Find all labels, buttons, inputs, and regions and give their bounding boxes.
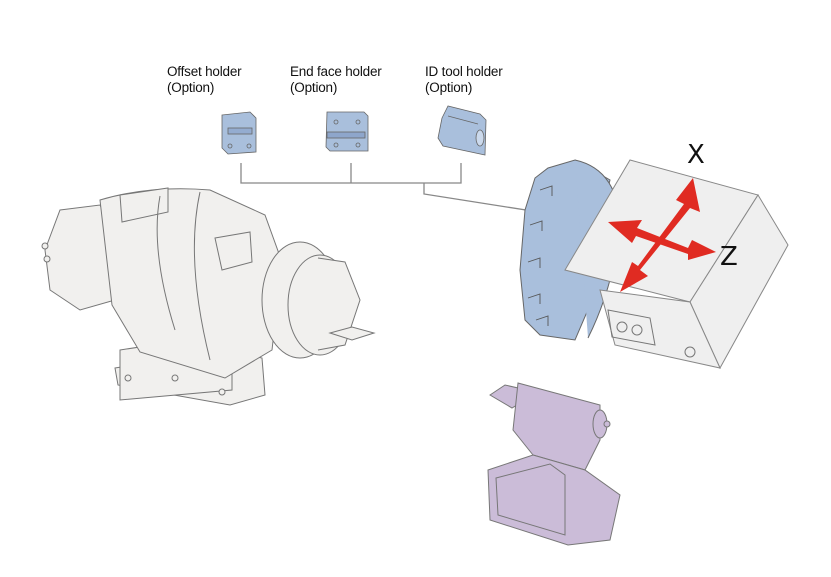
- x-axis-arrow: [620, 178, 700, 292]
- end-face-holder-label: End face holder (Option): [290, 64, 382, 95]
- end-face-holder-part: [325, 111, 369, 152]
- tailstock: [487, 382, 621, 546]
- connector-lines: [240, 163, 546, 214]
- z-axis-label: Z: [720, 242, 738, 272]
- z-axis-arrow: [608, 220, 716, 260]
- x-axis-label: X: [687, 140, 705, 170]
- xz-motion-arrows: [608, 178, 716, 292]
- offset-holder-part: [221, 111, 257, 155]
- id-tool-holder-part: [437, 105, 487, 156]
- offset-holder-label: Offset holder (Option): [167, 64, 242, 95]
- headstock: [41, 187, 376, 406]
- cross-slide-box: [564, 159, 789, 370]
- id-tool-holder-label: ID tool holder (Option): [425, 64, 503, 95]
